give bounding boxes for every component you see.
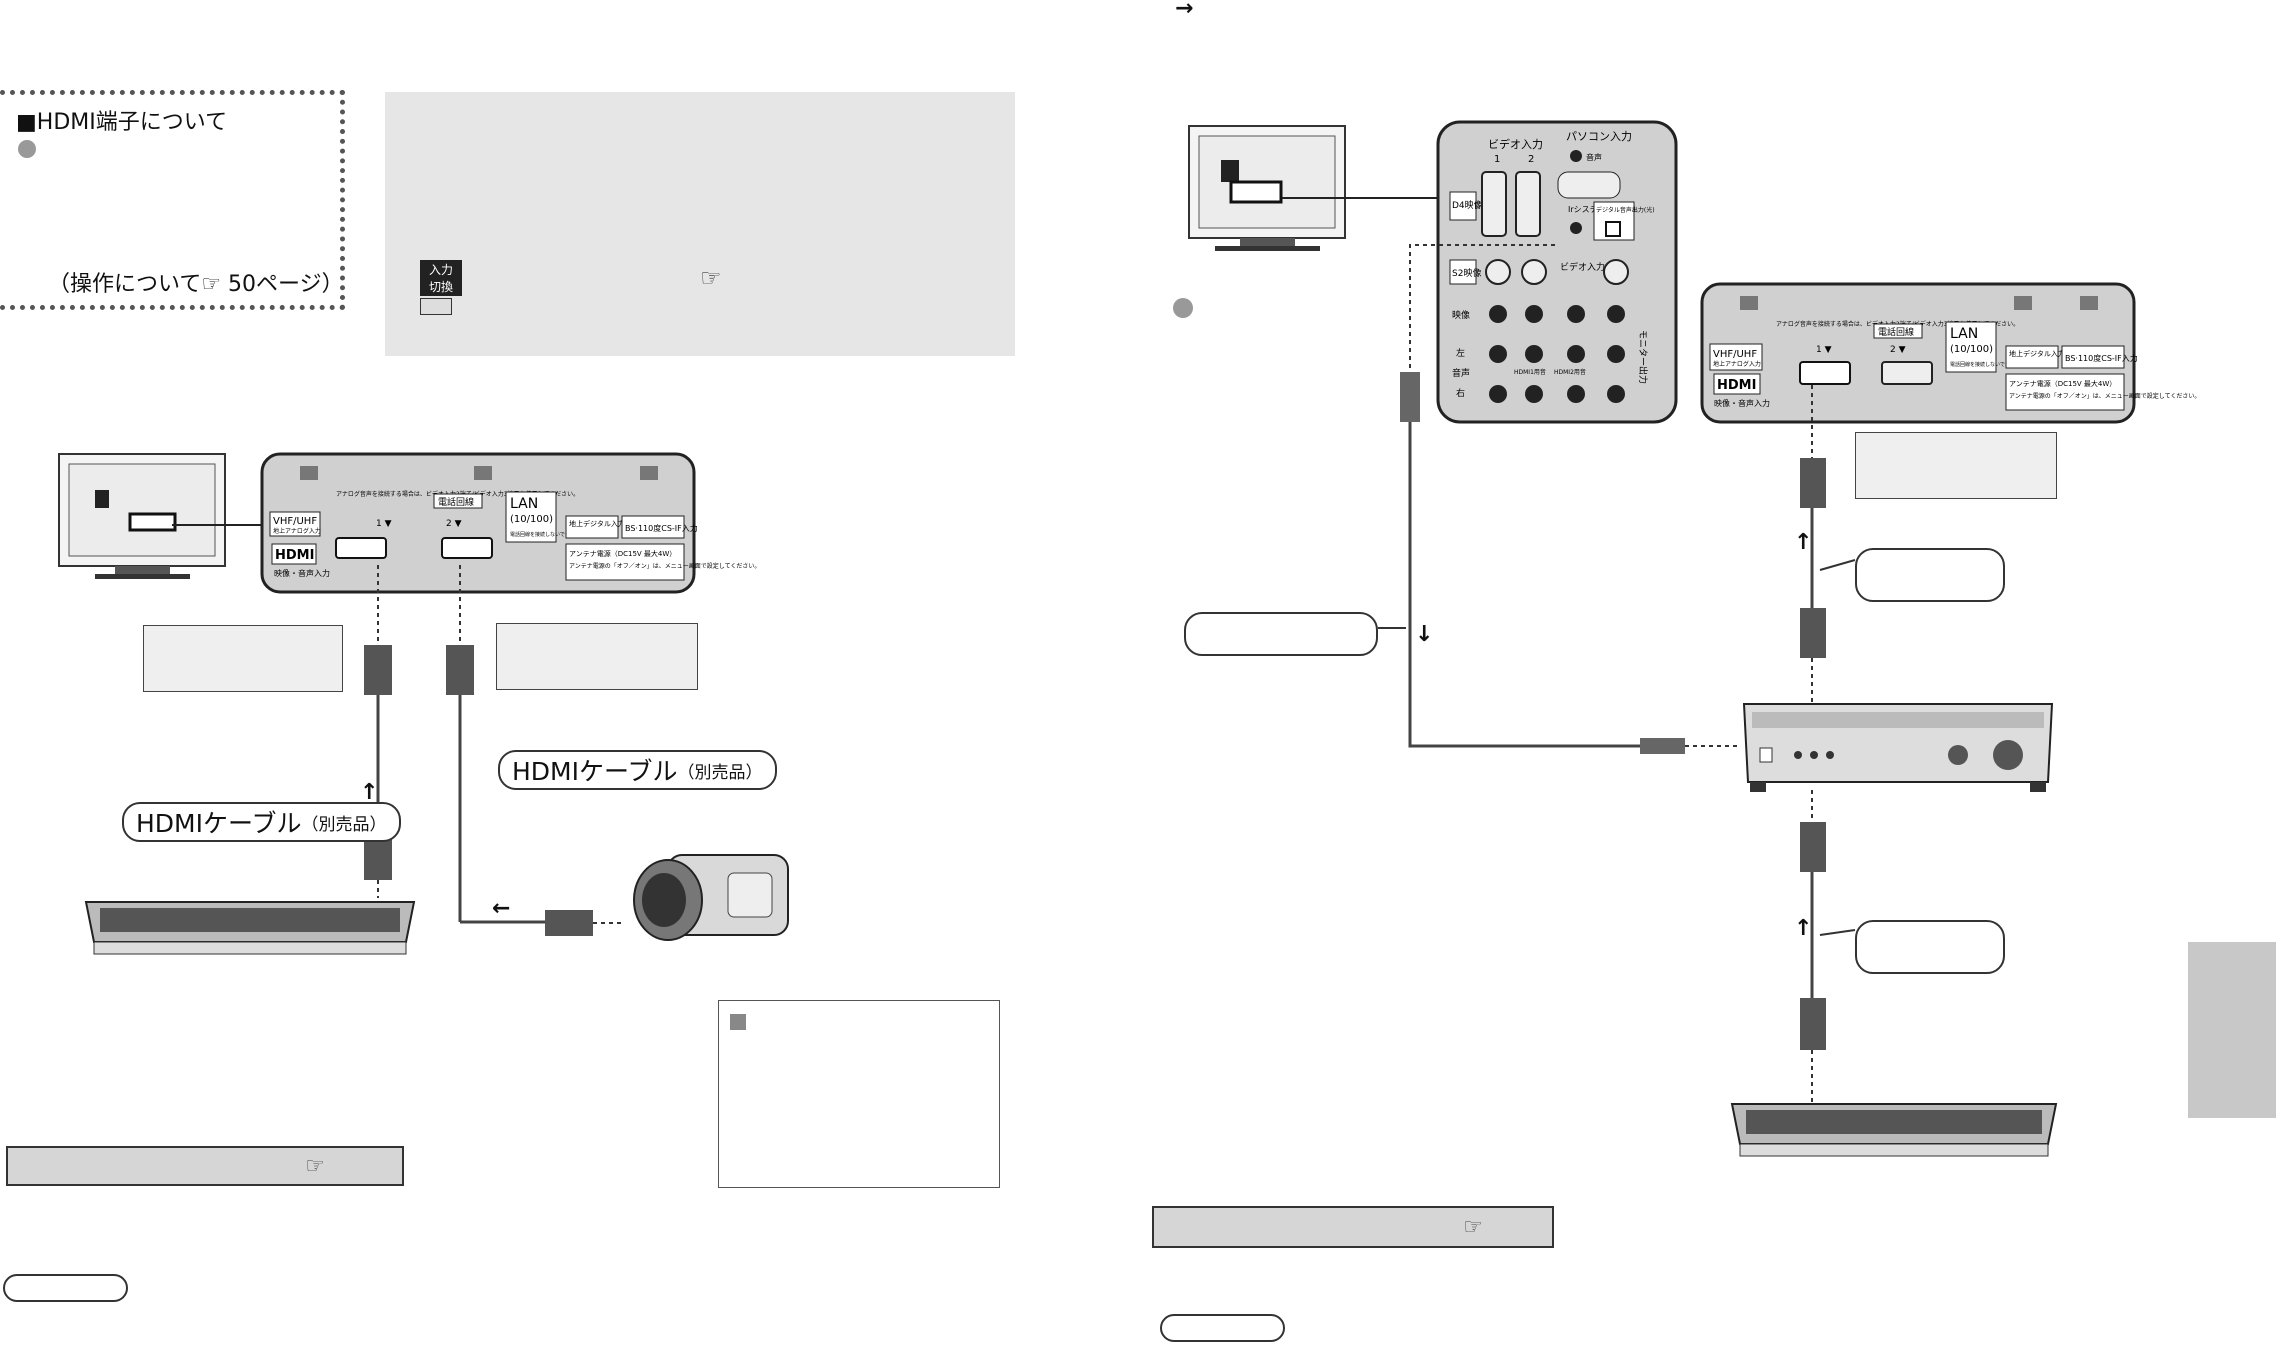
bullet-dot-right [1173, 298, 1193, 318]
svg-text:電話回線: 電話回線 [438, 496, 474, 508]
svg-text:2 ▼: 2 ▼ [446, 519, 462, 529]
svg-text:1 ▼: 1 ▼ [376, 519, 392, 529]
note-box-marker [730, 1014, 746, 1030]
svg-text:Irシステム: Irシステム [1568, 205, 1605, 214]
svg-text:(10/100): (10/100) [510, 514, 553, 525]
svg-text:BS·110度CS-IF入力: BS·110度CS-IF入力 [2065, 353, 2138, 363]
ref-icon: ☞ [700, 264, 722, 292]
arrow-up-hdmi-lower: ↑ [1794, 916, 1813, 941]
page-pill-left [3, 1274, 128, 1302]
input-select-key: 入力切換 [420, 260, 462, 315]
svg-text:1: 1 [1494, 154, 1500, 165]
svg-text:(10/100): (10/100) [1950, 344, 1993, 355]
svg-text:VHF/UHF: VHF/UHF [273, 516, 317, 527]
svg-text:2 ▼: 2 ▼ [1890, 345, 1906, 355]
tv-link-line-right [1282, 197, 1440, 199]
svg-text:地上アナログ入力: 地上アナログ入力 [273, 527, 321, 535]
reference-bar-right: ☞ [1152, 1206, 1554, 1248]
svg-text:地上アナログ入力: 地上アナログ入力 [1713, 360, 1761, 368]
hdmi-cable-callout-left: HDMIケーブル（別売品） [122, 802, 401, 842]
recorder-illustration-left [84, 901, 416, 955]
svg-text:ビデオ入力3: ビデオ入力3 [1560, 261, 1611, 273]
bullet-dot [18, 140, 36, 158]
svg-text:電話回線を接続しないでください。: 電話回線を接続しないでください。 [1950, 361, 2030, 368]
svg-text:VHF/UHF: VHF/UHF [1713, 349, 1757, 360]
hdmi-section-title: ■HDMI端子について [16, 110, 228, 135]
device-label-box-right [496, 623, 698, 690]
device-label-box-top-right [1855, 432, 2057, 499]
svg-text:音声: 音声 [1586, 152, 1602, 162]
arrow-down-optical: ↓ [1415, 622, 1434, 647]
tv-link-line-left [172, 524, 264, 526]
tv-rear-illustration-left [58, 453, 226, 579]
svg-text:アンテナ電源（DC15V 最大4W）: アンテナ電源（DC15V 最大4W） [569, 549, 676, 558]
svg-text:音声: 音声 [1452, 367, 1470, 379]
svg-text:LAN: LAN [510, 496, 538, 512]
svg-text:モニター出力: モニター出力 [1637, 330, 1649, 384]
arrow-up-left: ↑ [360, 780, 379, 805]
arrow-left-camera: ← [492, 896, 511, 921]
side-index-tab [2188, 942, 2276, 1118]
svg-text:アンテナ電源の「オフ／オン」は、メニュー画面で設定してくださ: アンテナ電源の「オフ／オン」は、メニュー画面で設定してください。 [2009, 392, 2200, 400]
svg-text:HDMI: HDMI [1717, 378, 1756, 393]
svg-text:映像: 映像 [1452, 309, 1470, 321]
hdmi-info-box [0, 90, 345, 310]
svg-text:アンテナ電源（DC15V 最大4W）: アンテナ電源（DC15V 最大4W） [2009, 379, 2116, 388]
svg-text:電話回線: 電話回線 [1878, 326, 1914, 338]
svg-text:LAN: LAN [1950, 326, 1978, 342]
svg-text:HDMI1用音: HDMI1用音 [1514, 368, 1546, 376]
recorder-illustration-right [1730, 1103, 2058, 1157]
svg-text:地上デジタル入力: 地上デジタル入力 [2009, 349, 2065, 358]
svg-text:パソコン入力: パソコン入力 [1566, 130, 1632, 143]
top-arrow-right: → [1175, 0, 1194, 21]
operation-reference: （操作について☞ 50ページ） [48, 272, 344, 297]
top-gray-panel [385, 92, 1015, 356]
svg-text:左: 左 [1456, 347, 1465, 359]
svg-text:映像・音声入力: 映像・音声入力 [274, 568, 330, 578]
device-label-box-left [143, 625, 343, 692]
reference-bar-left: ☞ [6, 1146, 404, 1186]
svg-text:BS·110度CS-IF入力: BS·110度CS-IF入力 [625, 523, 698, 533]
hdmi-terminal-panel-right: アナログ音声を接続する場合は、ビデオ入力2端子/ビデオ入力3端子を使用してくださ… [1700, 282, 2200, 424]
tv-terminal-panel: ビデオ入力 1 2 パソコン入力 音声 D4映像 Irシステム デジタル音声出力… [1436, 120, 1678, 424]
tv-rear-illustration-right [1188, 125, 1346, 251]
hdmi-terminal-panel-left: アナログ音声を接続する場合は、ビデオ入力2端子/ビデオ入力3端子を使用してくださ… [260, 452, 760, 594]
svg-text:ビデオ入力: ビデオ入力 [1488, 137, 1543, 151]
svg-text:映像・音声入力: 映像・音声入力 [1714, 398, 1770, 408]
svg-text:HDMI: HDMI [275, 548, 314, 563]
arrow-up-hdmi-upper: ↑ [1794, 530, 1813, 555]
note-box-left [718, 1000, 1000, 1188]
svg-text:地上デジタル入力: 地上デジタル入力 [569, 519, 625, 528]
svg-text:2: 2 [1528, 154, 1534, 165]
av-amplifier-illustration [1742, 703, 2054, 792]
camcorder-illustration [633, 854, 789, 941]
svg-text:デジタル音声出力(光): デジタル音声出力(光) [1596, 206, 1655, 214]
callout-hdmi-lower [1855, 920, 2005, 974]
svg-text:右: 右 [1456, 387, 1465, 399]
svg-text:1 ▼: 1 ▼ [1816, 345, 1832, 355]
callout-hdmi-upper [1855, 548, 2005, 602]
svg-text:アンテナ電源の「オフ／オン」は、メニュー画面で設定してくださ: アンテナ電源の「オフ／オン」は、メニュー画面で設定してください。 [569, 562, 760, 570]
callout-optical-cable [1184, 612, 1378, 656]
cables-right [1378, 244, 1856, 1102]
page-pill-right [1160, 1314, 1285, 1342]
hdmi-cable-callout-right: HDMIケーブル（別売品） [498, 750, 777, 790]
svg-text:S2映像: S2映像 [1452, 267, 1481, 279]
svg-text:HDMI2用音: HDMI2用音 [1554, 368, 1586, 376]
svg-text:D4映像: D4映像 [1452, 199, 1483, 211]
svg-text:電話回線を接続しないでください。: 電話回線を接続しないでください。 [510, 531, 590, 538]
